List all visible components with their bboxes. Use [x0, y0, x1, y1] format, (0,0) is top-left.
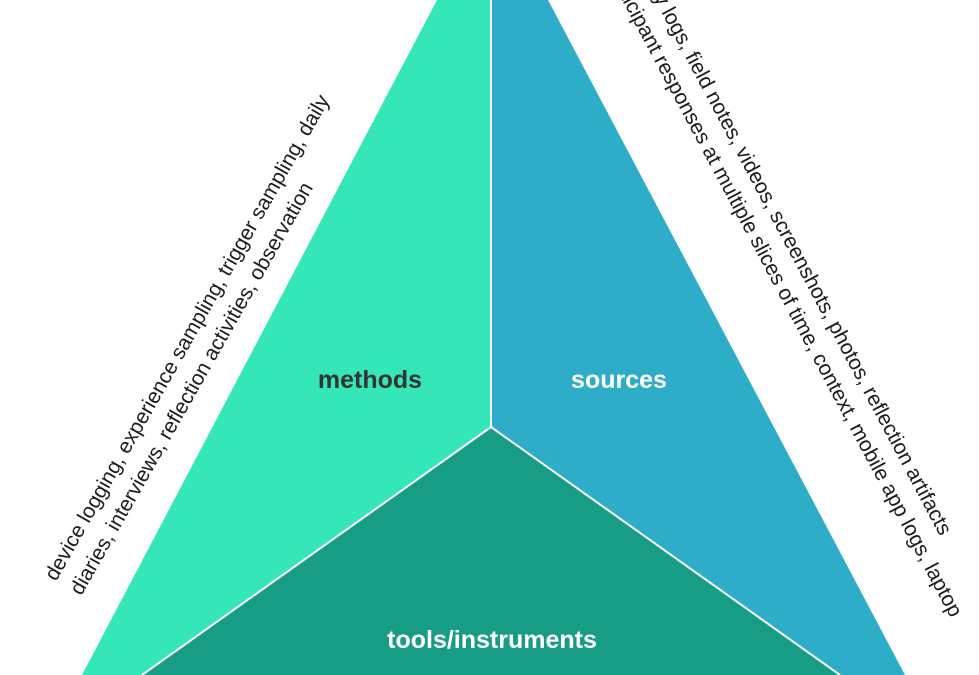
sources-segment [491, 0, 905, 675]
divider-right [490, 426, 841, 675]
divider-left [141, 426, 492, 675]
tools-segment [142, 427, 840, 675]
tools-label: tools/instruments [387, 626, 597, 654]
methods-segment [82, 0, 491, 675]
sources-label: sources [571, 366, 667, 394]
methods-label: methods [318, 366, 422, 394]
